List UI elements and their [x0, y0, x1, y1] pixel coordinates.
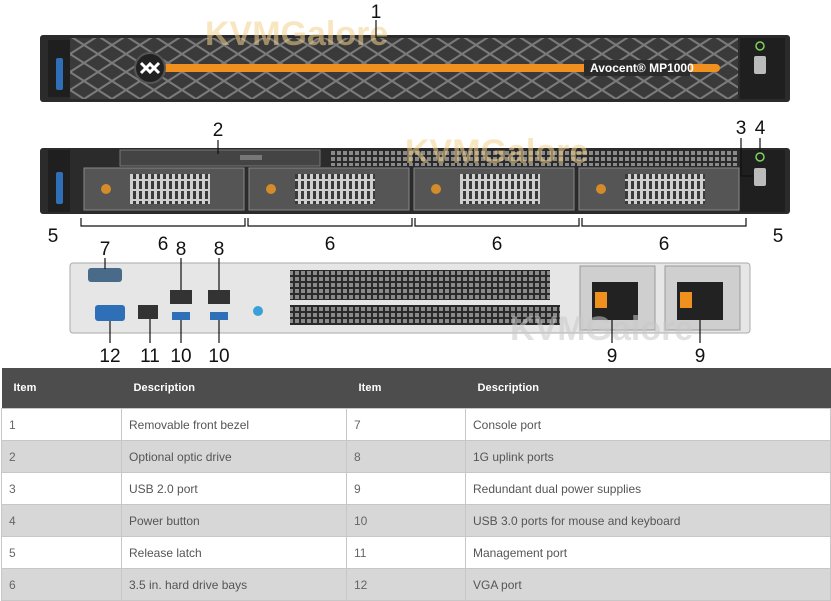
drive-latch-icon: [596, 184, 606, 194]
optic-drive-eject-icon: [240, 155, 262, 160]
power-button-icon: [755, 41, 765, 51]
callout-power: 4: [755, 118, 766, 139]
callout-drive-bay-3: 6: [492, 234, 503, 255]
item-description: Power button: [121, 504, 347, 537]
front-open-view: [40, 148, 790, 227]
item-number: 1: [1, 408, 122, 441]
table-row: 3 USB 2.0 port 9 Redundant dual power su…: [1, 472, 831, 505]
header-description: Description: [465, 368, 831, 409]
callout-drive-bay-4: 6: [659, 234, 670, 255]
rear-view: [69, 262, 751, 334]
psu-latch-icon: [680, 292, 692, 308]
drive-latch-icon: [266, 184, 276, 194]
header-item: Item: [1, 368, 122, 409]
management-port-icon: [138, 305, 158, 319]
callout-drive-bay-1: 6: [158, 234, 169, 255]
callout-console: 7: [100, 239, 111, 260]
callout-optic-drive: 2: [213, 120, 224, 141]
item-description: VGA port: [465, 568, 831, 601]
watermark: KVMGalore: [405, 133, 588, 171]
brand-label: Avocent® MP1000: [590, 61, 694, 75]
item-number: 7: [346, 408, 466, 441]
psu-latch-icon: [595, 292, 607, 308]
drive-latch-icon: [431, 184, 441, 194]
usb3-port-icon: [210, 312, 228, 320]
item-description: 1G uplink ports: [465, 440, 831, 473]
watermark: KVMGalore: [510, 310, 693, 348]
header-item: Item: [346, 368, 466, 409]
item-number: 9: [346, 472, 466, 505]
usb3-port-icon: [172, 312, 190, 320]
item-number: 2: [1, 440, 122, 473]
blue-tag-icon: [56, 58, 63, 90]
item-description: USB 2.0 port: [121, 472, 347, 505]
table-row: 5 Release latch 11 Management port: [1, 536, 831, 569]
item-description: Removable front bezel: [121, 408, 347, 441]
item-number: 11: [346, 536, 466, 569]
item-description: Optional optic drive: [121, 440, 347, 473]
item-number: 10: [346, 504, 466, 537]
callout-usb3-1: 10: [170, 346, 191, 367]
callout-usb2: 3: [736, 118, 747, 139]
drive-bays: [83, 167, 740, 211]
item-number: 6: [1, 568, 122, 601]
uplink-port-icon: [170, 290, 192, 304]
usb-port-icon: [754, 56, 766, 74]
table-row: 2 Optional optic drive 8 1G uplink ports: [1, 440, 831, 473]
watermark: KVMGalore: [205, 15, 388, 53]
uplink-port-icon: [208, 290, 230, 304]
bezel-orange-stripe: [150, 64, 720, 72]
callout-psu-2: 9: [695, 346, 706, 367]
item-description: Redundant dual power supplies: [465, 472, 831, 505]
callout-mgmt: 11: [140, 346, 160, 367]
header-description: Description: [121, 368, 347, 409]
table-row: 6 3.5 in. hard drive bays 12 VGA port: [1, 568, 831, 601]
blue-tag-icon: [56, 172, 63, 204]
drive-latch-icon: [101, 184, 111, 194]
hardware-diagram: Avocent® MP1000: [40, 2, 790, 367]
callout-latch-left: 5: [48, 226, 59, 247]
item-number: 8: [346, 440, 466, 473]
item-description: Console port: [465, 408, 831, 441]
id-button-icon: [253, 306, 263, 316]
vertiv-logo-icon: [139, 61, 161, 75]
callout-uplink-1: 8: [176, 239, 187, 260]
callout-vga: 12: [99, 346, 120, 367]
item-description: Release latch: [121, 536, 347, 569]
usb-port-icon: [754, 168, 766, 186]
table-row: 1 Removable front bezel 7 Console port: [1, 408, 831, 441]
power-button-icon: [755, 152, 765, 162]
callout-usb3-2: 10: [208, 346, 229, 367]
table-row: 4 Power button 10 USB 3.0 ports for mous…: [1, 504, 831, 537]
front-bezel-view: Avocent® MP1000: [40, 35, 790, 102]
item-number: 4: [1, 504, 122, 537]
item-number: 12: [346, 568, 466, 601]
vga-port-icon: [95, 305, 125, 321]
item-number: 3: [1, 472, 122, 505]
console-port-icon: [88, 268, 122, 282]
item-description: Management port: [465, 536, 831, 569]
callout-latch-right: 5: [773, 226, 784, 247]
callout-drive-bay-2: 6: [325, 234, 336, 255]
callout-bezel: 1: [371, 2, 382, 23]
item-description: USB 3.0 ports for mouse and keyboard: [465, 504, 831, 537]
callout-uplink-2: 8: [214, 239, 225, 260]
table-header-row: Item Description Item Description: [1, 368, 831, 409]
item-number: 5: [1, 536, 122, 569]
callout-psu-1: 9: [607, 346, 618, 367]
item-description: 3.5 in. hard drive bays: [121, 568, 347, 601]
item-description-table: Item Description Item Description 1 Remo…: [1, 368, 831, 601]
